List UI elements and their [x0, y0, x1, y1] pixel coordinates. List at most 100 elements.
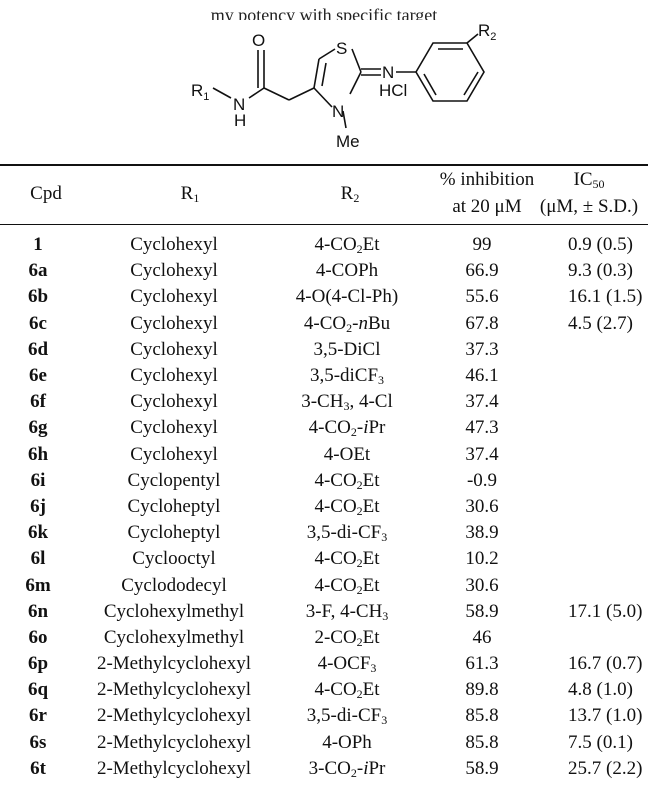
cell-inhibition: 47.3 — [465, 417, 499, 439]
cell-r2: 3,5-DiCl — [313, 338, 381, 360]
scaffold-structure: R1 N H O S N Me N HCl R2 — [186, 14, 516, 179]
cell-inhibition: 58.9 — [465, 600, 499, 622]
header-ic50-line1: IC50 — [573, 169, 605, 191]
cell-cpd: 6s — [29, 731, 47, 753]
cell-inhibition: 89.8 — [465, 679, 499, 701]
cell-r2: 4-COPh — [315, 260, 379, 282]
table-row: 6r 2-Methylcyclohexyl 3,5-di-CF3 85.8 13.7 (… — [0, 703, 648, 729]
cell-ic50: 7.5 (0.1) — [568, 731, 633, 753]
cell-r1: Cyclohexyl — [130, 338, 218, 360]
cell-r1: Cyclohexyl — [130, 391, 218, 413]
cell-r1: Cyclohexyl — [130, 286, 218, 308]
cell-cpd: 6q — [27, 679, 49, 701]
cell-inhibition: 85.8 — [465, 705, 499, 727]
cell-r2: 4-CO2Et — [314, 495, 380, 518]
header-inhibition-line1: % inhibition — [439, 169, 535, 190]
cell-r2: 3,5-di-CF3 — [306, 705, 388, 728]
header-cpd: Cpd — [30, 183, 62, 204]
cell-ic50: 16.7 (0.7) — [568, 653, 643, 675]
cell-cpd: 6o — [28, 626, 48, 648]
cell-r2: 4-CO2Et — [314, 548, 380, 571]
cell-r2: 4-OEt — [323, 443, 371, 465]
cell-cpd: 6r — [29, 705, 47, 727]
cell-cpd: 6p — [27, 653, 49, 675]
cell-r2: 4-OPh — [322, 731, 372, 753]
cell-cpd: 6k — [27, 522, 49, 544]
cell-ic50 — [542, 363, 648, 389]
cell-cpd: 1 — [33, 234, 43, 256]
scaffold-svg: R1 N H O S N Me N HCl R2 — [191, 21, 496, 151]
atom-r2: R2 — [478, 21, 496, 43]
atom-n-exo: N — [382, 63, 394, 82]
cell-ic50: 25.7 (2.2) — [568, 757, 643, 779]
cell-inhibition: 85.8 — [465, 731, 499, 753]
cell-cpd: 6h — [27, 443, 49, 465]
atom-n-amide: N — [233, 95, 245, 114]
cell-inhibition: 66.9 — [465, 260, 499, 282]
cell-r2: 3,5-di-CF3 — [306, 522, 388, 545]
cell-inhibition: 55.6 — [465, 286, 499, 308]
cell-cpd: 6j — [30, 495, 46, 517]
cell-r2: 4-CO2Et — [314, 679, 380, 702]
cell-r1: 2-Methylcyclohexyl — [96, 705, 252, 727]
cell-r1: Cyclooctyl — [132, 548, 216, 570]
table-row: 6s 2-Methylcyclohexyl 4-OPh 85.8 7.5 (0.1) — [0, 730, 648, 756]
cell-inhibition: -0.9 — [466, 469, 498, 491]
cell-cpd: 6e — [29, 365, 47, 387]
cell-r1: 2-Methylcyclohexyl — [96, 731, 252, 753]
atom-n-ring: N — [332, 102, 344, 121]
cell-r2: 4-CO2Et — [314, 469, 380, 492]
cell-r1: Cyclohexyl — [130, 365, 218, 387]
cell-r1: Cycloheptyl — [127, 495, 221, 517]
header-ic50-line2: (μM, ± S.D.) — [539, 196, 639, 217]
cell-r1: Cyclohexyl — [130, 417, 218, 439]
cell-ic50 — [542, 389, 648, 415]
cell-ic50: 13.7 (1.0) — [568, 705, 643, 727]
cell-r2: 4-CO2Et — [314, 574, 380, 597]
cell-r1: Cyclohexylmethyl — [103, 600, 245, 622]
cell-cpd: 6a — [28, 260, 48, 282]
cell-ic50: 17.1 (5.0) — [568, 600, 643, 622]
cell-inhibition: 37.4 — [465, 391, 499, 413]
cell-inhibition: 37.4 — [465, 443, 499, 465]
atom-hcl: HCl — [379, 81, 407, 100]
cell-ic50 — [542, 625, 648, 651]
cell-r1: 2-Methylcyclohexyl — [96, 653, 252, 675]
cell-ic50 — [542, 442, 648, 468]
cell-r1: Cyclohexylmethyl — [103, 626, 245, 648]
cell-r1: Cycloheptyl — [127, 522, 221, 544]
cell-cpd: 6t — [30, 757, 46, 779]
cell-inhibition: 67.8 — [465, 312, 499, 334]
cell-ic50: 0.9 (0.5) — [568, 234, 633, 256]
cell-ic50 — [542, 546, 648, 572]
header-rule — [0, 224, 648, 225]
header-inhibition-line2: at 20 μM — [452, 196, 522, 217]
cell-inhibition: 46.1 — [465, 365, 499, 387]
cell-cpd: 6f — [30, 391, 46, 413]
cell-r1: Cyclopentyl — [127, 469, 221, 491]
header-r1: R1 — [180, 183, 200, 205]
cell-r2: 4-CO2-iPr — [308, 417, 386, 440]
cell-inhibition: 99 — [472, 234, 492, 256]
cell-cpd: 6n — [27, 600, 49, 622]
cell-r2: 4-CO2-nBu — [303, 312, 391, 335]
cell-r2: 4-OCF3 — [317, 653, 377, 676]
header-r2: R2 — [340, 183, 360, 205]
cell-ic50 — [542, 572, 648, 598]
cell-ic50 — [542, 468, 648, 494]
cell-inhibition: 30.6 — [465, 574, 499, 596]
atom-h-amide: H — [234, 111, 246, 130]
cell-cpd: 6d — [27, 338, 49, 360]
header-ic50: IC50 (μM, ± S.D.) — [530, 166, 648, 220]
